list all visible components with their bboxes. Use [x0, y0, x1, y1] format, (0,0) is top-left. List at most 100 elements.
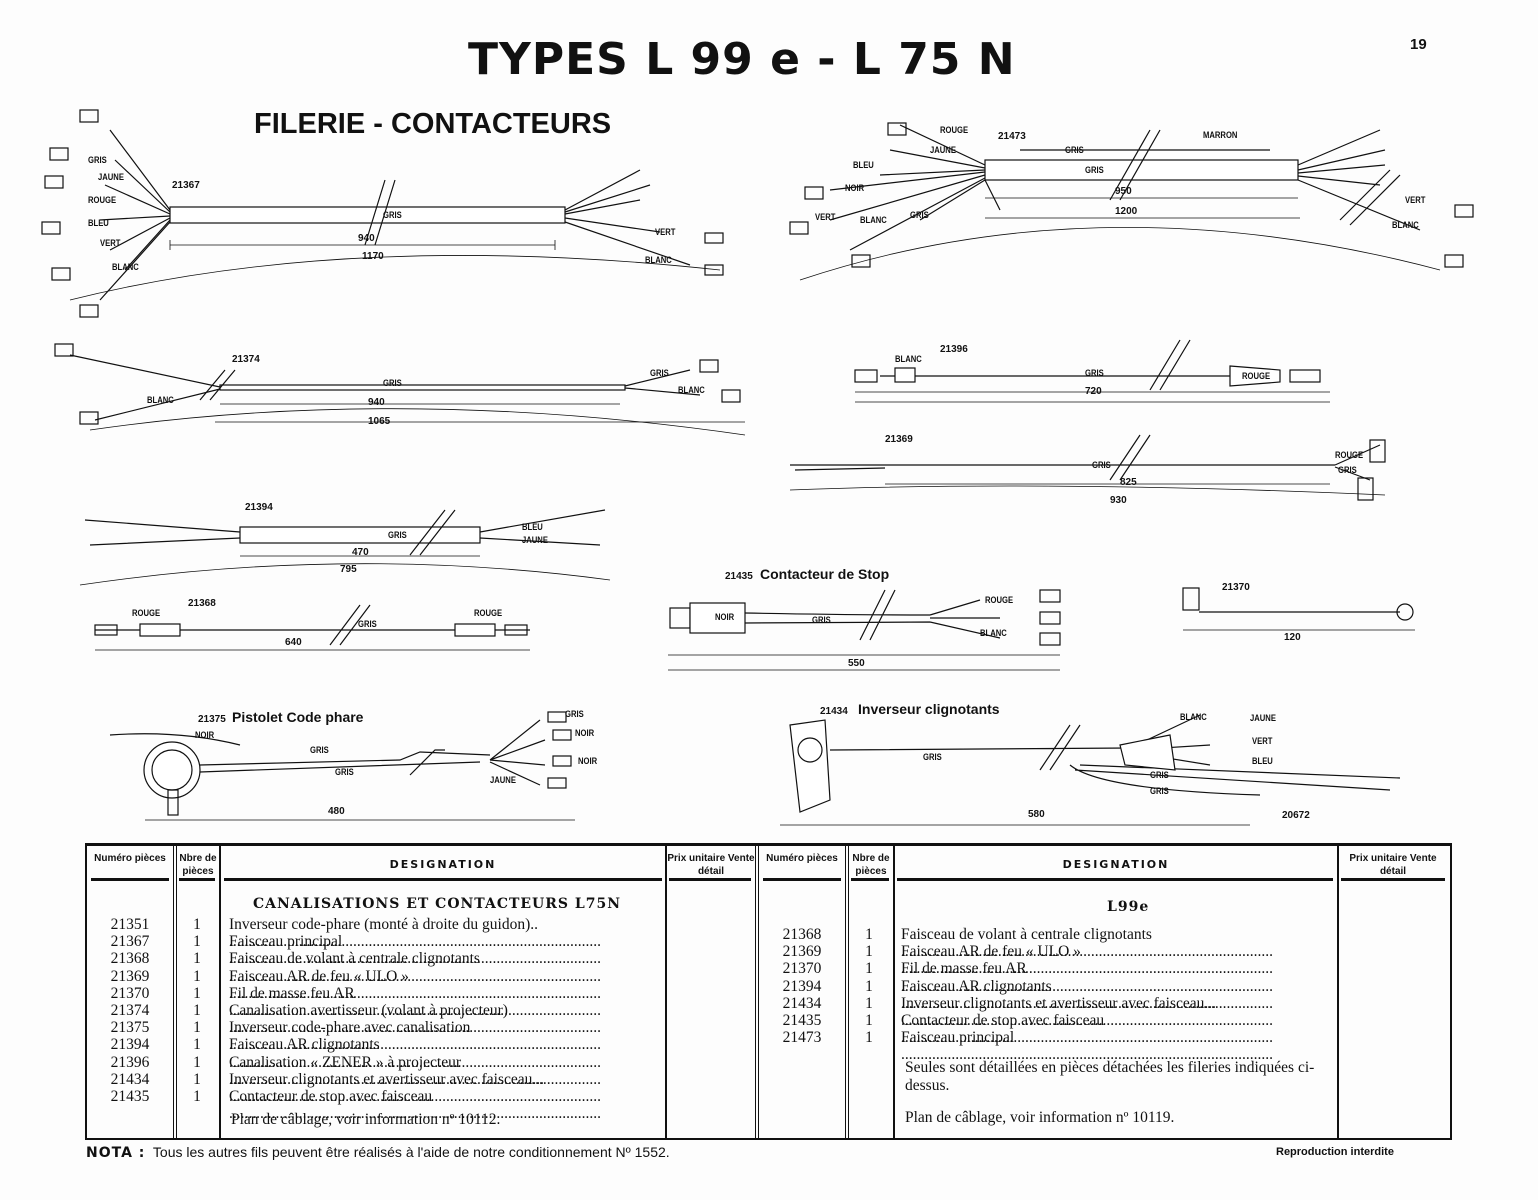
- wire-color-label: VERT: [1252, 736, 1273, 746]
- quantity-cell: 1: [865, 960, 873, 978]
- harness-21375-drawing: [109, 711, 575, 821]
- section-heading-l75n: CANALISATIONS ET CONTACTEURS L75N: [253, 896, 622, 912]
- designation-cell: Inverseur code-phare avec canalisation: [229, 1019, 661, 1053]
- wiring-plan-note: Plan de câblage, voir information nº 101…: [231, 1111, 501, 1128]
- wire-color-label: JAUNE: [490, 775, 516, 785]
- wire-color-label: GRIS: [1065, 145, 1084, 155]
- quantity-cell: 1: [193, 984, 201, 1002]
- part-number-cell: 21473: [782, 1029, 822, 1047]
- designation-cell: Canalisation avertisseur (volant à proje…: [229, 1002, 661, 1036]
- designation-cell: Fil de masse feu AR: [229, 985, 661, 1019]
- wire-color-label: BLANC: [645, 255, 672, 265]
- wire-color-label: JAUNE: [98, 172, 124, 182]
- designation-cell: Faisceau AR clignotants: [901, 978, 1331, 1012]
- footer-note: NOTA : Tous les autres fils peuvent être…: [86, 1144, 670, 1161]
- wire-color-label: BLEU: [1252, 756, 1273, 766]
- quantity-cell: 1: [865, 926, 873, 943]
- part-number-cell: 21351: [110, 916, 150, 933]
- dimension-label: 940: [368, 397, 385, 408]
- wire-color-label: GRIS: [565, 709, 584, 719]
- diagram-caption: Pistolet Code phare: [232, 709, 364, 725]
- wire-color-label: ROUGE: [88, 195, 117, 205]
- wire-color-label: NOIR: [845, 183, 865, 193]
- wire-color-label: GRIS: [383, 210, 402, 220]
- dimension-label: 825: [1120, 477, 1137, 488]
- copyright-notice: Reproduction interdite: [1276, 1146, 1394, 1158]
- harness-21370-drawing: [1182, 587, 1415, 631]
- part-number-cell: 21370: [782, 960, 822, 978]
- nota-text: Tous les autres fils peuvent être réalis…: [152, 1144, 670, 1160]
- part-number-cell: 21374: [110, 1002, 150, 1019]
- part-number-cell: 21396: [110, 1053, 150, 1071]
- dimension-label: 720: [1085, 386, 1102, 397]
- quantity-cell: 1: [865, 977, 873, 995]
- part-number-cell: 21434: [782, 994, 822, 1012]
- wire-color-label: VERT: [1405, 195, 1426, 205]
- harness-21396-drawing: [854, 339, 1330, 403]
- table-row: 21369 1 Faisceau AR de feu « ULO »: [759, 943, 1331, 977]
- wire-color-label: BLANC: [1392, 220, 1419, 230]
- part-number-label: 21435: [725, 571, 753, 582]
- wire-color-label: ROUGE: [1335, 450, 1364, 460]
- quantity-cell: 1: [193, 950, 201, 968]
- dimension-label: 470: [352, 547, 369, 558]
- part-number-cell: 21394: [110, 1036, 150, 1054]
- designation-cell: Contacteur de stop avec faisceau: [901, 1012, 1331, 1046]
- wire-color-label: ROUGE: [1242, 371, 1271, 381]
- wire-color-label: VERT: [655, 227, 676, 237]
- part-number-cell: 21394: [782, 977, 822, 995]
- wire-color-label: GRIS: [923, 752, 942, 762]
- column-header-numero: Numéro pièces: [766, 853, 838, 864]
- wire-color-label: GRIS: [310, 745, 329, 755]
- wire-color-label: GRIS: [910, 210, 929, 220]
- dimension-label: 795: [340, 564, 357, 575]
- part-number-cell: 21368: [110, 950, 150, 968]
- table-row: 21394 1 Faisceau AR clignotants: [759, 978, 1331, 1012]
- part-number-cell: 21435: [782, 1012, 822, 1029]
- quantity-cell: 1: [193, 1053, 201, 1071]
- wire-color-label: BLANC: [980, 628, 1007, 638]
- wire-color-label: GRIS: [812, 615, 831, 625]
- part-number-cell: 21369: [110, 967, 150, 985]
- wire-color-label: JAUNE: [522, 535, 548, 545]
- table-row: 21368 1 Faisceau de volant à centrale clig…: [759, 926, 1331, 960]
- designation-cell: Faisceau AR de feu « ULO »: [229, 968, 661, 1002]
- part-number-cell: 21367: [110, 933, 150, 951]
- designation-cell: Inverseur clignotants et avertisseur ave…: [229, 1071, 661, 1105]
- wire-color-label: BLANC: [112, 262, 139, 272]
- section-heading-l99e: L99e: [1107, 899, 1150, 915]
- column-header-prix: Prix unitaire Vente détail: [667, 853, 755, 877]
- designation-cell: Faisceau de volant à centrale clignotant…: [901, 926, 1331, 960]
- dimension-label: 640: [285, 637, 302, 648]
- designation-cell: Faisceau de volant à centrale clignotant…: [229, 950, 661, 984]
- dimension-label: 1200: [1115, 206, 1138, 217]
- wire-color-label: NOIR: [575, 728, 595, 738]
- quantity-cell: 1: [193, 916, 201, 933]
- designation-cell: Faisceau AR de feu « ULO »: [901, 943, 1331, 977]
- wire-color-label: JAUNE: [930, 145, 956, 155]
- wire-color-label: GRIS: [1150, 786, 1169, 796]
- wire-color-label: BLANC: [147, 395, 174, 405]
- column-header-designation: DESIGNATION: [389, 858, 497, 871]
- part-number-cell: 21375: [110, 1019, 150, 1037]
- wire-color-label: MARRON: [1203, 130, 1238, 140]
- column-header-numero: Numéro pièces: [94, 853, 166, 864]
- wire-color-label: VERT: [815, 212, 836, 222]
- part-number-cell: 21368: [782, 926, 822, 943]
- part-number-cell: 21369: [782, 943, 822, 961]
- wire-color-label: GRIS: [358, 619, 377, 629]
- quantity-cell: 1: [193, 933, 201, 951]
- harness-21374-drawing: [54, 343, 746, 436]
- wire-color-label: BLEU: [522, 522, 543, 532]
- harness-21394-drawing: [79, 509, 611, 586]
